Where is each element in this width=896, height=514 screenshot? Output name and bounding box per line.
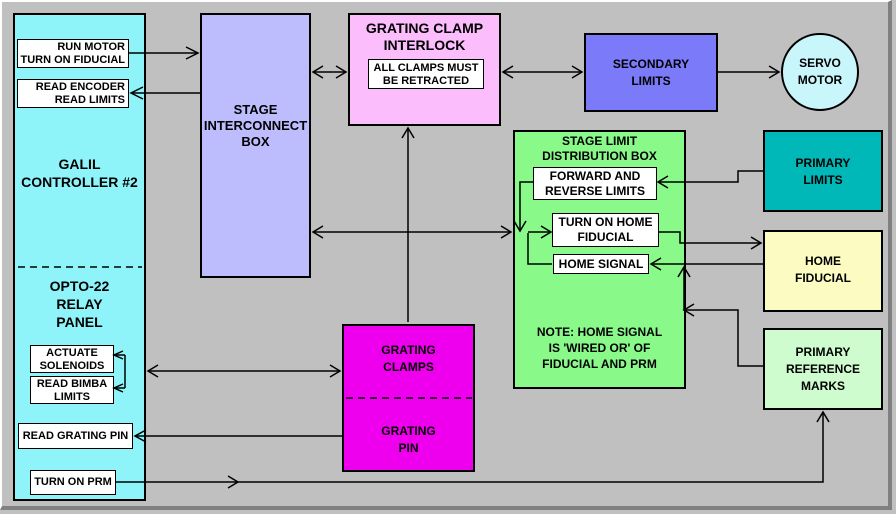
stage-interconnect-box <box>200 13 311 278</box>
prm-signal-wire <box>683 267 763 367</box>
home-fiducial-box <box>763 230 883 312</box>
turn-on-prm-label: TURN ON PRM <box>30 470 116 495</box>
servo-motor-circle <box>781 33 859 111</box>
read-grating-pin-label: READ GRATING PIN <box>18 423 133 449</box>
primary-limits-wire <box>658 170 763 183</box>
fwd-rev-down-wire <box>519 181 533 231</box>
turn-on-prm-wire <box>116 412 824 483</box>
to-home-fiducial-wire <box>659 231 761 244</box>
home-signal-label: HOME SIGNAL <box>553 254 649 274</box>
run-motor-arrowhead <box>185 46 200 60</box>
read-encoder-arrowhead <box>129 86 144 100</box>
primary-reference-marks-box <box>763 328 883 410</box>
primary-limits-box <box>763 130 883 212</box>
secondary-limits-box <box>584 33 718 112</box>
home-signal-internal-wire <box>527 233 552 265</box>
